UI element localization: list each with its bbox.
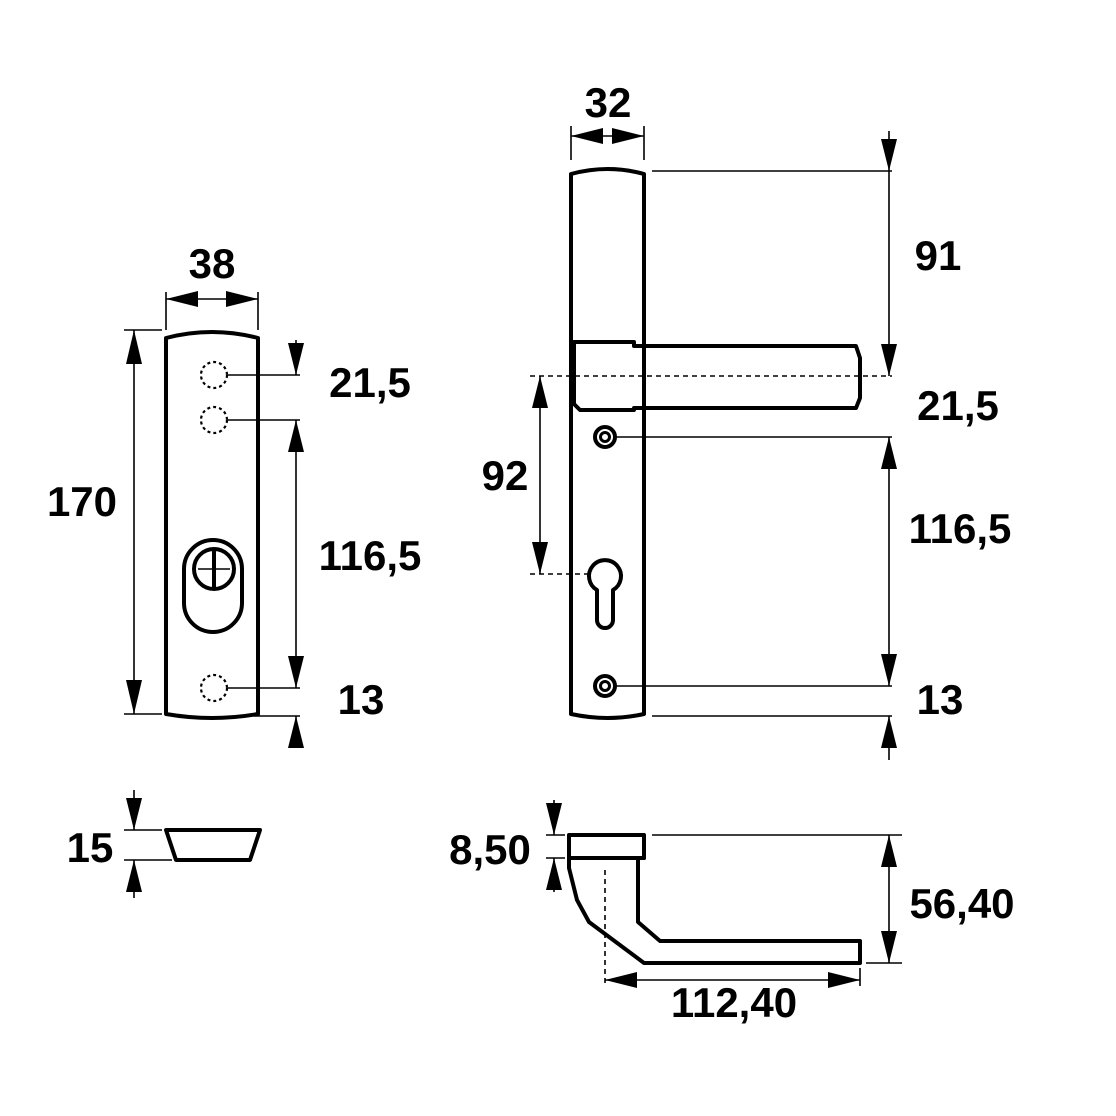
dim-right-width: 32 [571,79,644,144]
dim-rose-thickness-label: 8,50 [449,826,531,873]
dim-right-chain: 91 21,5 116,5 13 [881,131,1011,760]
left-plate-drawing [164,330,260,720]
dim-left-bottom-spacing-label: 13 [338,676,385,723]
dim-axis-to-cylinder: 92 [482,376,548,574]
right-plate-leaders [570,126,892,717]
dim-right-top-spacing-label: 21,5 [917,382,999,429]
dim-left-width: 38 [166,240,258,307]
dim-left-height: 170 [47,330,142,714]
right-screw-bottom [593,674,617,698]
left-profile-outline [164,828,262,862]
lever-profile-outline [567,833,862,965]
lever-profile-drawing [567,833,862,986]
dim-right-top-to-axis-label: 91 [915,232,962,279]
dim-lever-length-label: 112,40 [671,979,797,1026]
cylinder-hole [587,558,623,630]
right-screw-top [593,425,617,449]
dim-axis-to-cylinder-label: 92 [482,452,529,499]
dim-lever-projection-label: 56,40 [909,880,1014,927]
left-screw-hole-1 [199,360,229,390]
dim-left-height-label: 170 [47,478,117,525]
dim-left-middle-spacing-label: 116,5 [319,532,422,579]
left-screw-hole-3 [199,673,229,703]
dim-right-width-label: 32 [585,79,632,126]
left-plate-leaders [124,292,300,717]
dim-right-middle-spacing-label: 116,5 [909,505,1012,552]
dim-lever-profile: 8,50 56,40 112,40 [449,800,1015,1026]
lever-handle [572,340,862,412]
right-plate-drawing [530,167,892,720]
dim-profile-thickness-label: 15 [67,824,114,871]
dim-left-width-label: 38 [189,240,236,287]
left-screw-hole-2 [199,405,229,435]
right-plate-outline [569,167,646,720]
left-plate-outline [164,330,260,720]
dim-left-top-spacing-label: 21,5 [329,359,411,406]
left-thumbturn-opening [182,538,244,634]
left-profile-drawing: 15 [67,790,262,898]
dim-right-bottom-spacing-label: 13 [917,676,964,723]
dim-left-chain: 21,5 116,5 13 [288,340,421,748]
